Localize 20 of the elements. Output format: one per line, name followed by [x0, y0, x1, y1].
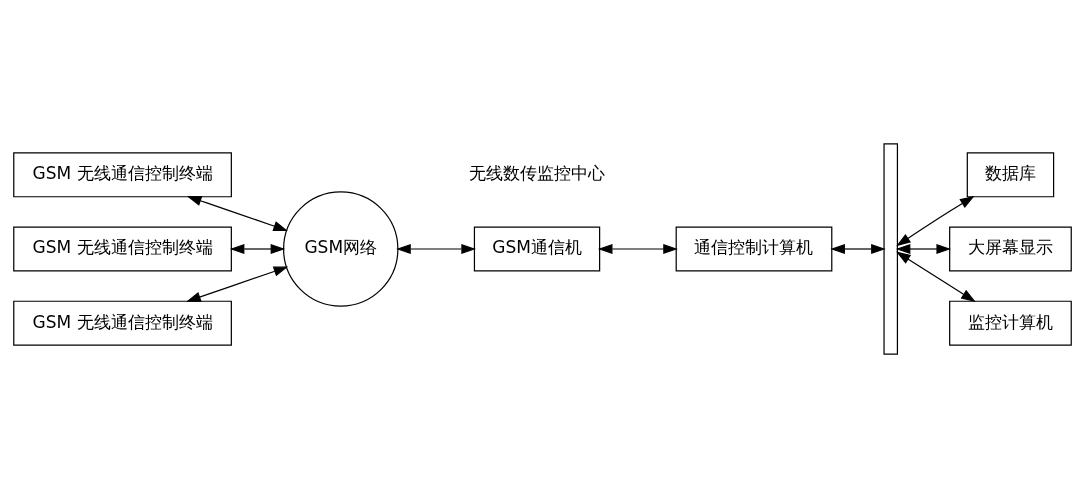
node-box: GSM 无线通信控制终端	[13, 226, 232, 271]
arrow	[186, 266, 289, 302]
label: 无线数传监控中心	[469, 162, 606, 183]
arrow	[830, 243, 886, 254]
node-circle: GSM网络	[283, 190, 399, 307]
node-box: 大屏幕显示	[949, 226, 1072, 271]
node-box: 通信控制计算机	[675, 226, 833, 271]
arrow	[396, 243, 476, 254]
arrow	[597, 243, 678, 254]
arrow	[186, 195, 288, 231]
node-box: GSM 无线通信控制终端	[13, 300, 232, 346]
node-box: 监控计算机	[949, 300, 1072, 346]
arrow	[896, 251, 976, 302]
node-bar	[883, 142, 899, 355]
arrow	[229, 243, 286, 254]
arrow	[896, 195, 975, 246]
node-box: 数据库	[966, 151, 1055, 197]
arrow	[895, 243, 951, 254]
node-box: GSM通信机	[473, 226, 601, 271]
node-box: GSM 无线通信控制终端	[13, 151, 232, 197]
